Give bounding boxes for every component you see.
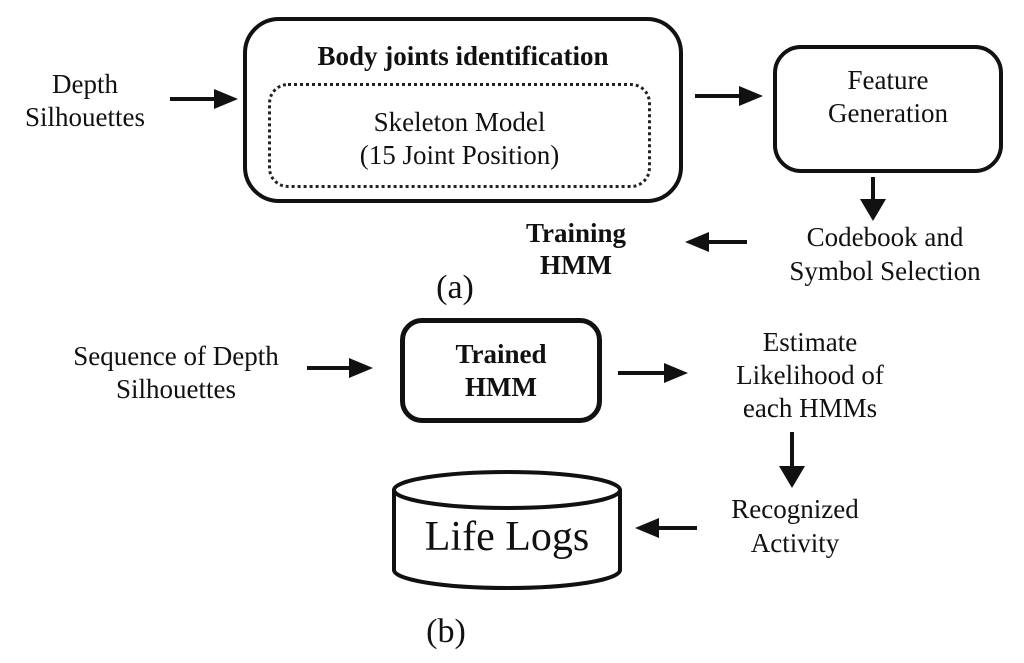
arrow-bodyjoints-to-feature-icon <box>695 86 763 106</box>
arrow-head <box>664 363 688 383</box>
trained-hmm-box <box>400 318 602 423</box>
arrow-head <box>739 86 763 106</box>
arrow-head <box>635 518 659 538</box>
codebook-symbol-selection-label: Codebook and Symbol Selection <box>789 222 981 286</box>
feature-generation-label: Feature Generation <box>828 65 948 128</box>
caption-a: (a) <box>436 269 474 306</box>
depth-silhouettes-label: Depth Silhouettes <box>25 69 145 132</box>
sequence-depth-silhouettes-label: Sequence of Depth Silhouettes <box>73 341 279 404</box>
arrow-head <box>214 89 238 109</box>
body-joints-title: Body joints identification <box>317 41 609 71</box>
arrow-head <box>860 199 886 221</box>
arrow-codebook-to-training-icon <box>685 232 747 252</box>
training-hmm-label: Training HMM <box>525 218 627 280</box>
trained-hmm-label: Trained HMM <box>455 339 547 402</box>
arrow-recognized-to-lifelogs-icon <box>635 518 697 538</box>
arrow-estimate-to-recognized-icon <box>779 432 805 488</box>
arrow-sequence-to-trainedhmm-icon <box>307 358 373 378</box>
arrow-head <box>779 466 805 488</box>
estimate-likelihood-label: Estimate Likelihood of each HMMs <box>736 327 884 423</box>
arrow-head <box>685 232 709 252</box>
life-logs-cylinder-icon <box>392 470 622 590</box>
recognized-activity-label: Recognized Activity <box>731 494 859 558</box>
arrow-feature-to-codebook-icon <box>860 177 886 221</box>
cylinder-body <box>392 490 622 590</box>
arrow-depth-to-bodyjoints-icon <box>170 89 238 109</box>
feature-generation-box <box>773 45 1003 173</box>
cylinder-top <box>392 470 622 510</box>
skeleton-model-box <box>268 83 651 188</box>
life-logs-label: Life Logs <box>424 514 590 560</box>
arrow-trainedhmm-to-estimate-icon <box>618 363 688 383</box>
arrow-head <box>349 358 373 378</box>
caption-b: (b) <box>426 613 466 650</box>
skeleton-model-label: Skeleton Model (15 Joint Position) <box>359 107 560 170</box>
